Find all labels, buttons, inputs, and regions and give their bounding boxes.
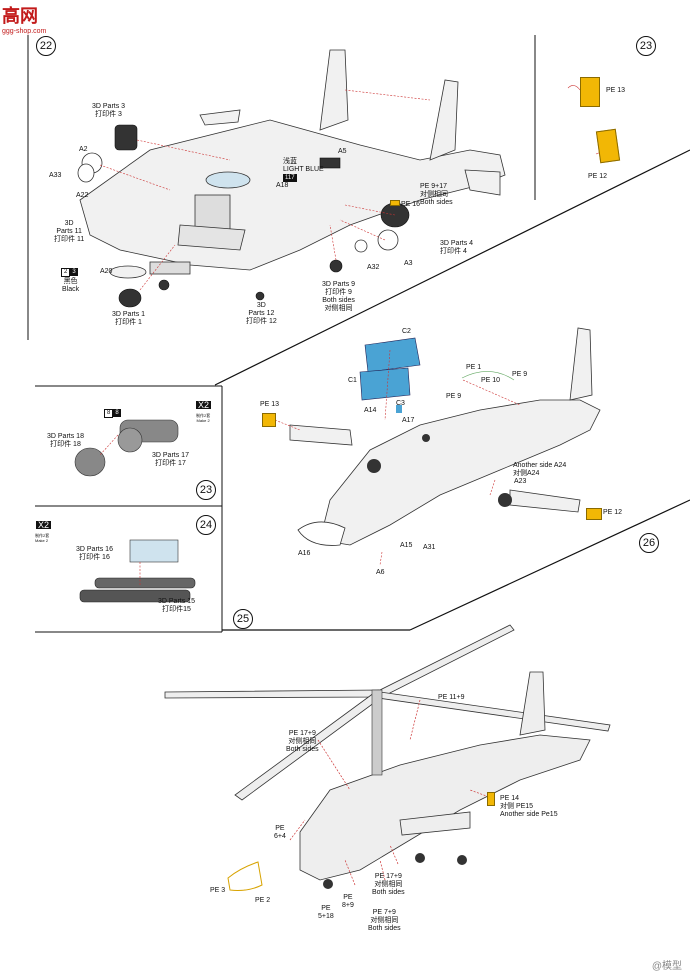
label-pe5-18: PE 5+18 — [318, 905, 334, 920]
label-a33: A33 — [49, 172, 62, 179]
step-26-number: 26 — [639, 533, 659, 553]
label-pe9b: PE 9 — [446, 393, 462, 400]
label-3d-parts-12: 3D Parts 12 打印件 12 — [246, 302, 277, 325]
label-c2: C2 — [402, 328, 411, 335]
label-light-blue: 浅蓝 LIGHT BLUE — [283, 158, 324, 173]
label-pe14: PE 14 对侧 PE15 Another side Pe15 — [500, 795, 558, 818]
label-pe13: PE 13 — [606, 87, 626, 94]
label-3d-parts-16: 3D Parts 16 打印件 16 — [76, 546, 113, 561]
label-pe2: PE 2 — [255, 897, 271, 904]
label-a32: A32 — [367, 264, 380, 271]
pe16-part — [390, 200, 400, 206]
label-pe8-9: PE 8+9 — [342, 894, 354, 909]
label-pe17-9b: PE 17+9 对侧相同 Both sides — [372, 873, 405, 896]
label-pe9-17: PE 9+17 对侧相同 Both sides — [420, 183, 453, 206]
label-a3: A3 — [404, 260, 413, 267]
label-pe6-4: PE 6+4 — [274, 825, 286, 840]
label-a16: A16 — [298, 550, 311, 557]
label-pe9a: PE 9 — [512, 371, 528, 378]
label-pe16: PE 16 — [401, 201, 421, 208]
brand-url: ggg-shop.com — [2, 28, 47, 35]
label-a15: A15 — [400, 542, 413, 549]
brand-logo: 高网 — [2, 6, 38, 26]
step-23b-number: 23 — [196, 480, 216, 500]
pe12-26-part — [586, 508, 602, 520]
pe13-part — [580, 77, 600, 107]
label-a20: A20 — [100, 268, 113, 275]
label-pe12: PE 12 — [588, 173, 608, 180]
label-3d-parts-18: 3D Parts 18 打印件 18 — [47, 433, 84, 448]
step-24-number: 24 — [196, 515, 216, 535]
label-a31: A31 — [423, 544, 436, 551]
label-a6: A6 — [376, 569, 385, 576]
step-23-number: 23 — [636, 36, 656, 56]
label-a14: A14 — [364, 407, 377, 414]
label-a17: A17 — [402, 417, 415, 424]
label-3d-parts-15: 3D Parts 15 打印件15 — [158, 598, 195, 613]
label-a23: A23 — [514, 478, 527, 485]
label-chip-117: 117 — [283, 174, 297, 182]
label-a18: A18 — [276, 182, 289, 189]
label-3d-parts-3: 3D Parts 3 打印件 3 — [92, 103, 126, 118]
label-3d-parts-9: 3D Parts 9 打印件 9 Both sides 对侧相同 — [322, 281, 356, 312]
step-22-number: 22 — [36, 36, 56, 56]
step-25-number: 25 — [233, 609, 253, 629]
make-x2-23: X2 — [196, 400, 212, 410]
label-pe12-26: PE 12 — [603, 509, 623, 516]
label-a2: A2 — [79, 146, 88, 153]
chip-2: 2 — [61, 268, 71, 277]
label-pe7-9: PE 7+9 对侧相同 Both sides — [368, 909, 401, 932]
label-a22: A22 — [76, 192, 89, 199]
label-black: 黑色 Black — [62, 278, 80, 293]
label-3d-parts-4: 3D Parts 4 打印件 4 — [440, 240, 474, 255]
label-a5: A5 — [338, 148, 347, 155]
label-pe11-9: PE 11+9 — [438, 694, 465, 701]
label-c3: C3 — [396, 400, 405, 407]
pe14-part — [487, 792, 495, 806]
label-a24: Another side A24 对侧A24 — [513, 462, 567, 477]
label-pe1: PE 1 — [466, 364, 482, 371]
label-3d-parts-1: 3D Parts 1 打印件 1 — [112, 311, 146, 326]
label-pe10: PE 10 — [481, 377, 501, 384]
label-3d-parts-17: 3D Parts 17 打印件 17 — [152, 452, 189, 467]
label-3d-parts-11: 3D Parts 11 打印件 11 — [54, 220, 85, 243]
chip-3: 3 — [70, 268, 78, 276]
pe13-26-part — [262, 413, 276, 427]
make-sub-23: 制作2套 Make 2 — [196, 413, 211, 423]
label-pe3: PE 3 — [210, 887, 226, 894]
watermark: @模型 — [651, 961, 682, 972]
label-pe13-26: PE 13 — [260, 401, 280, 408]
label-pe17-9: PE 17+9 对侧相同 Both sides — [286, 730, 319, 753]
make-x2-24: X2 — [36, 520, 52, 530]
make-sub-24: 制作2套 Make 2 — [35, 533, 50, 543]
label-c1: C1 — [348, 377, 357, 384]
